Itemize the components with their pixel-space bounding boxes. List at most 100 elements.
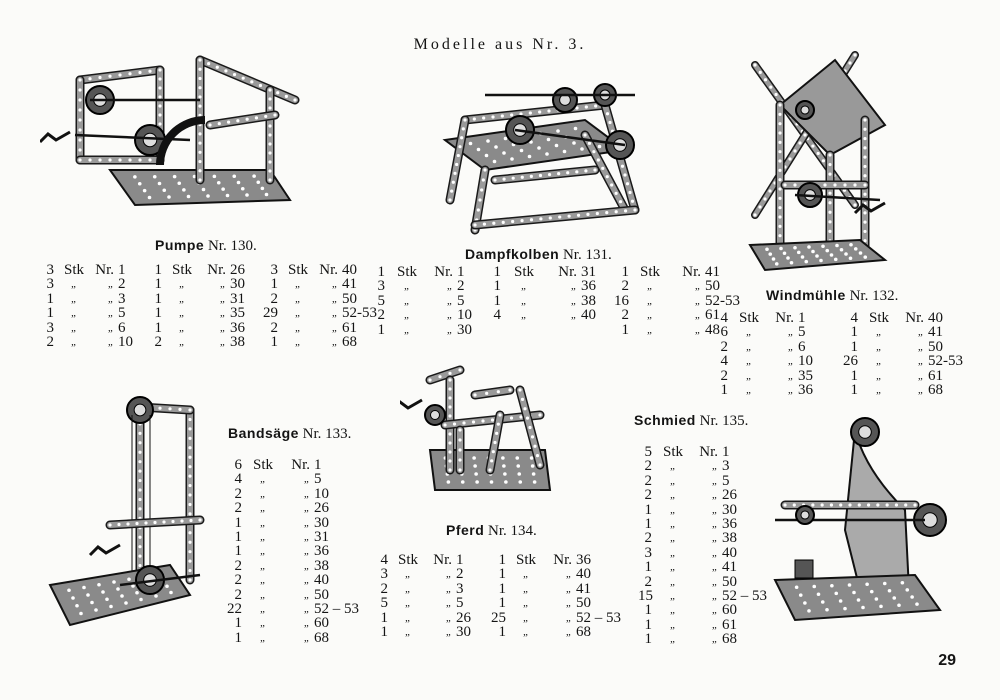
hole	[583, 133, 587, 137]
cell-part-label: „	[711, 604, 718, 617]
cell-part-label: „	[445, 626, 452, 639]
cell-part-label: „	[694, 309, 701, 322]
cell-unit	[507, 323, 541, 337]
cell-part-label: „	[303, 487, 310, 500]
hole	[221, 187, 225, 191]
cell-unit: „	[646, 309, 654, 322]
cell-part-number: 2	[118, 276, 126, 293]
hole	[198, 141, 202, 145]
hole	[157, 181, 162, 186]
hole	[820, 503, 824, 507]
cell-quantity: 4	[493, 307, 502, 324]
cell-part-number: 41	[705, 264, 720, 280]
cell-unit: „	[745, 384, 753, 397]
hole	[783, 183, 787, 187]
hole	[240, 186, 245, 191]
cell-part-label: „	[107, 321, 114, 334]
cell-part-label: „	[219, 336, 226, 349]
hole	[268, 106, 272, 110]
cell-unit: „	[646, 280, 654, 293]
hole	[866, 503, 871, 507]
hole	[567, 214, 571, 218]
hole	[118, 73, 122, 77]
hole	[601, 166, 605, 170]
page-header: Modelle aus Nr. 3.	[413, 36, 587, 53]
cell-quantity: 2	[377, 307, 386, 324]
hole	[778, 131, 782, 135]
hole	[138, 488, 142, 492]
hole	[198, 518, 202, 522]
cell-part-number: 10	[457, 307, 472, 324]
cell-quantity: 1	[621, 264, 630, 280]
cell-unit: „	[403, 294, 411, 307]
hole	[452, 422, 457, 426]
hole	[158, 95, 162, 99]
cell-part-number: 30	[457, 321, 472, 338]
hole	[458, 468, 462, 472]
hole	[897, 603, 901, 608]
hole	[188, 474, 192, 478]
model-name: Schmied	[634, 412, 696, 428]
hole	[188, 417, 192, 422]
cell-unit: „	[669, 633, 677, 646]
hole	[490, 418, 495, 422]
hole	[535, 454, 540, 458]
cell-unit: Stk	[515, 552, 536, 568]
cell-unit: „	[522, 626, 530, 639]
hole	[448, 459, 452, 463]
hole	[829, 253, 834, 257]
hole	[504, 480, 508, 484]
cell-part-label: Nr.	[434, 264, 453, 280]
hole	[124, 601, 128, 605]
hole	[458, 145, 462, 149]
hole	[531, 472, 536, 476]
hole	[584, 169, 588, 173]
hole	[254, 116, 259, 120]
hole	[825, 607, 829, 612]
hole	[473, 464, 477, 468]
cell-part-label: „	[303, 531, 310, 544]
hole	[863, 239, 867, 243]
hole	[158, 86, 162, 90]
hole	[789, 260, 794, 265]
cell-part-number: 38	[722, 530, 737, 547]
cell-quantity: 3	[380, 566, 389, 583]
cell-part-number: 30	[722, 501, 737, 518]
cell-part-number: 68	[342, 334, 357, 351]
hole	[158, 104, 162, 108]
hole	[545, 152, 549, 156]
hole	[839, 247, 844, 252]
hole	[511, 176, 515, 180]
hole	[138, 563, 142, 568]
hole	[438, 375, 442, 379]
cell-unit: „	[70, 278, 78, 291]
cell-quantity: 2	[621, 307, 630, 324]
cell-unit: „	[294, 336, 302, 349]
hole	[798, 141, 802, 145]
hole	[803, 601, 807, 605]
windmuehle-caption: Windmühle Nr. 132.	[766, 287, 898, 305]
hole	[765, 247, 769, 252]
hole	[575, 106, 579, 110]
cell-quantity: 2	[270, 319, 279, 336]
hole	[557, 172, 561, 176]
hole	[188, 559, 192, 563]
hole	[758, 205, 762, 209]
cell-part-label: „	[917, 326, 924, 339]
hole	[468, 141, 473, 146]
cell-quantity: 4	[850, 310, 859, 326]
cell-part-label: „	[917, 369, 924, 382]
hole	[783, 503, 787, 507]
hole	[774, 92, 778, 97]
cell-part-number: 10	[798, 353, 813, 370]
cell-part-label: „	[565, 626, 572, 639]
cell-unit: „	[178, 307, 186, 320]
hole	[138, 497, 142, 502]
cell-quantity: 1	[154, 276, 163, 293]
hole	[88, 77, 92, 81]
cell-part-number: 52 – 53	[576, 609, 621, 626]
hole	[126, 522, 130, 526]
cell-part-number: 5	[457, 292, 465, 309]
hole	[538, 173, 543, 178]
hole	[823, 183, 827, 187]
